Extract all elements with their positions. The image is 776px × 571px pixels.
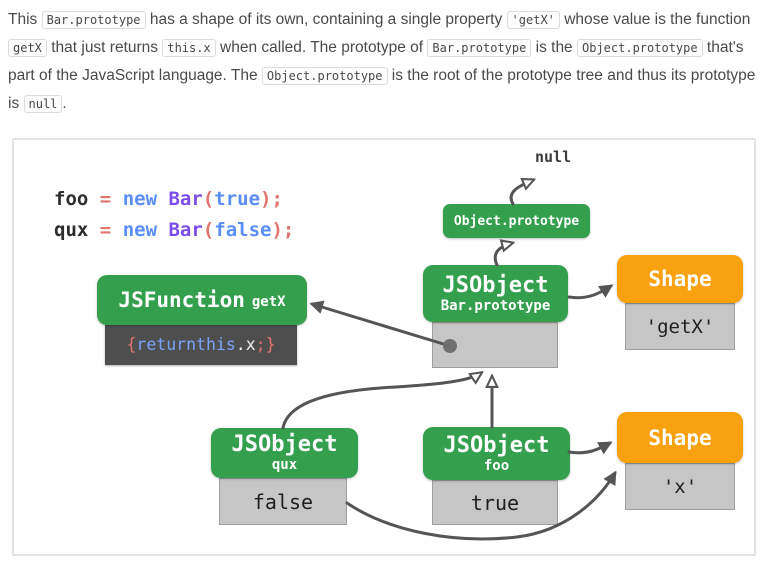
bar-prototype-slot (432, 322, 558, 368)
code-token: = (99, 188, 112, 210)
jsfunction-code-body: { return this.x; } (105, 323, 297, 365)
foo-title: JSObject (443, 432, 550, 458)
edge-qux-to-barproto-slot (281, 373, 481, 430)
shape-x-node: Shape (617, 412, 743, 463)
intro-paragraph: This Bar.prototype has a shape of its ow… (8, 6, 758, 118)
code-token: true (214, 188, 261, 210)
code-token: foo (54, 188, 89, 210)
inline-code: Object.prototype (577, 39, 703, 57)
shape-x-property: 'x' (625, 463, 735, 510)
code-token: = (99, 219, 112, 241)
shape-getx-node: Shape (617, 255, 743, 303)
code-line-foo: foo = new Bar(true); (54, 184, 294, 215)
code-token: Bar (168, 188, 203, 210)
inline-code: Bar.prototype (41, 11, 146, 29)
shape-getx-property: 'getX' (625, 303, 735, 350)
code-token: ); (260, 188, 283, 210)
edge-barproto-to-shape-getx (567, 284, 614, 300)
code-token: false (214, 219, 272, 241)
bar-prototype-subtitle: Bar.prototype (440, 297, 551, 314)
inline-code: Bar.prototype (427, 39, 532, 57)
paragraph-text: has a shape of its own, containing a sin… (145, 11, 507, 28)
paragraph-text: that's part of the JavaScript language. … (8, 39, 744, 84)
null-node: null (535, 148, 572, 166)
paragraph-text: . (62, 95, 67, 112)
code-token: this (196, 334, 236, 354)
inline-code: null (23, 95, 63, 113)
code-token: } (265, 334, 276, 354)
jsfunction-node: JSFunction getX (97, 275, 307, 325)
edge-barproto-to-objproto (493, 243, 512, 267)
paragraph-text: is the root of the prototype tree and th… (8, 67, 756, 112)
code-token: Bar (168, 219, 203, 241)
code-token: ( (202, 188, 215, 210)
foo-value: true (432, 480, 558, 525)
inline-code: 'getX' (506, 11, 560, 29)
code-token: qux (54, 219, 89, 241)
code-line-qux: qux = new Bar(false); (54, 215, 294, 246)
edge-foo-to-shape-x (567, 441, 613, 455)
object-prototype-node: Object.prototype (443, 204, 590, 238)
paragraph-text: This (8, 11, 42, 28)
code-snippet: foo = new Bar(true);qux = new Bar(false)… (54, 184, 294, 246)
inline-code: getX (8, 39, 47, 57)
paragraph-text: whose value is the function (559, 11, 751, 28)
qux-title: JSObject (231, 432, 338, 457)
bar-prototype-node: JSObject Bar.prototype (423, 265, 568, 322)
inline-code: Object.prototype (261, 67, 388, 85)
qux-node: JSObject qux (211, 428, 358, 478)
foo-node: JSObject foo (423, 427, 570, 480)
jsfunction-name: getX (251, 293, 286, 310)
code-token: ; (255, 334, 266, 354)
code-token: .x (235, 334, 256, 354)
qux-subtitle: qux (271, 457, 298, 473)
code-token: ); (271, 219, 295, 241)
code-token: new (122, 219, 158, 241)
edge-objproto-to-null (509, 180, 533, 206)
inline-code: this.x (162, 39, 216, 57)
paragraph-text: is the (531, 39, 577, 56)
bar-prototype-title: JSObject (442, 272, 549, 298)
foo-subtitle: foo (483, 457, 510, 474)
prototype-chain-diagram: foo = new Bar(true);qux = new Bar(false)… (12, 138, 756, 556)
jsfunction-title: JSFunction (118, 288, 245, 312)
paragraph-text: when called. The prototype of (215, 39, 428, 56)
qux-value: false (219, 478, 347, 525)
code-token: new (122, 188, 158, 210)
code-token: { (126, 334, 137, 354)
code-token: return (136, 334, 197, 354)
code-token: ( (202, 219, 215, 241)
paragraph-text: that just returns (46, 39, 163, 56)
